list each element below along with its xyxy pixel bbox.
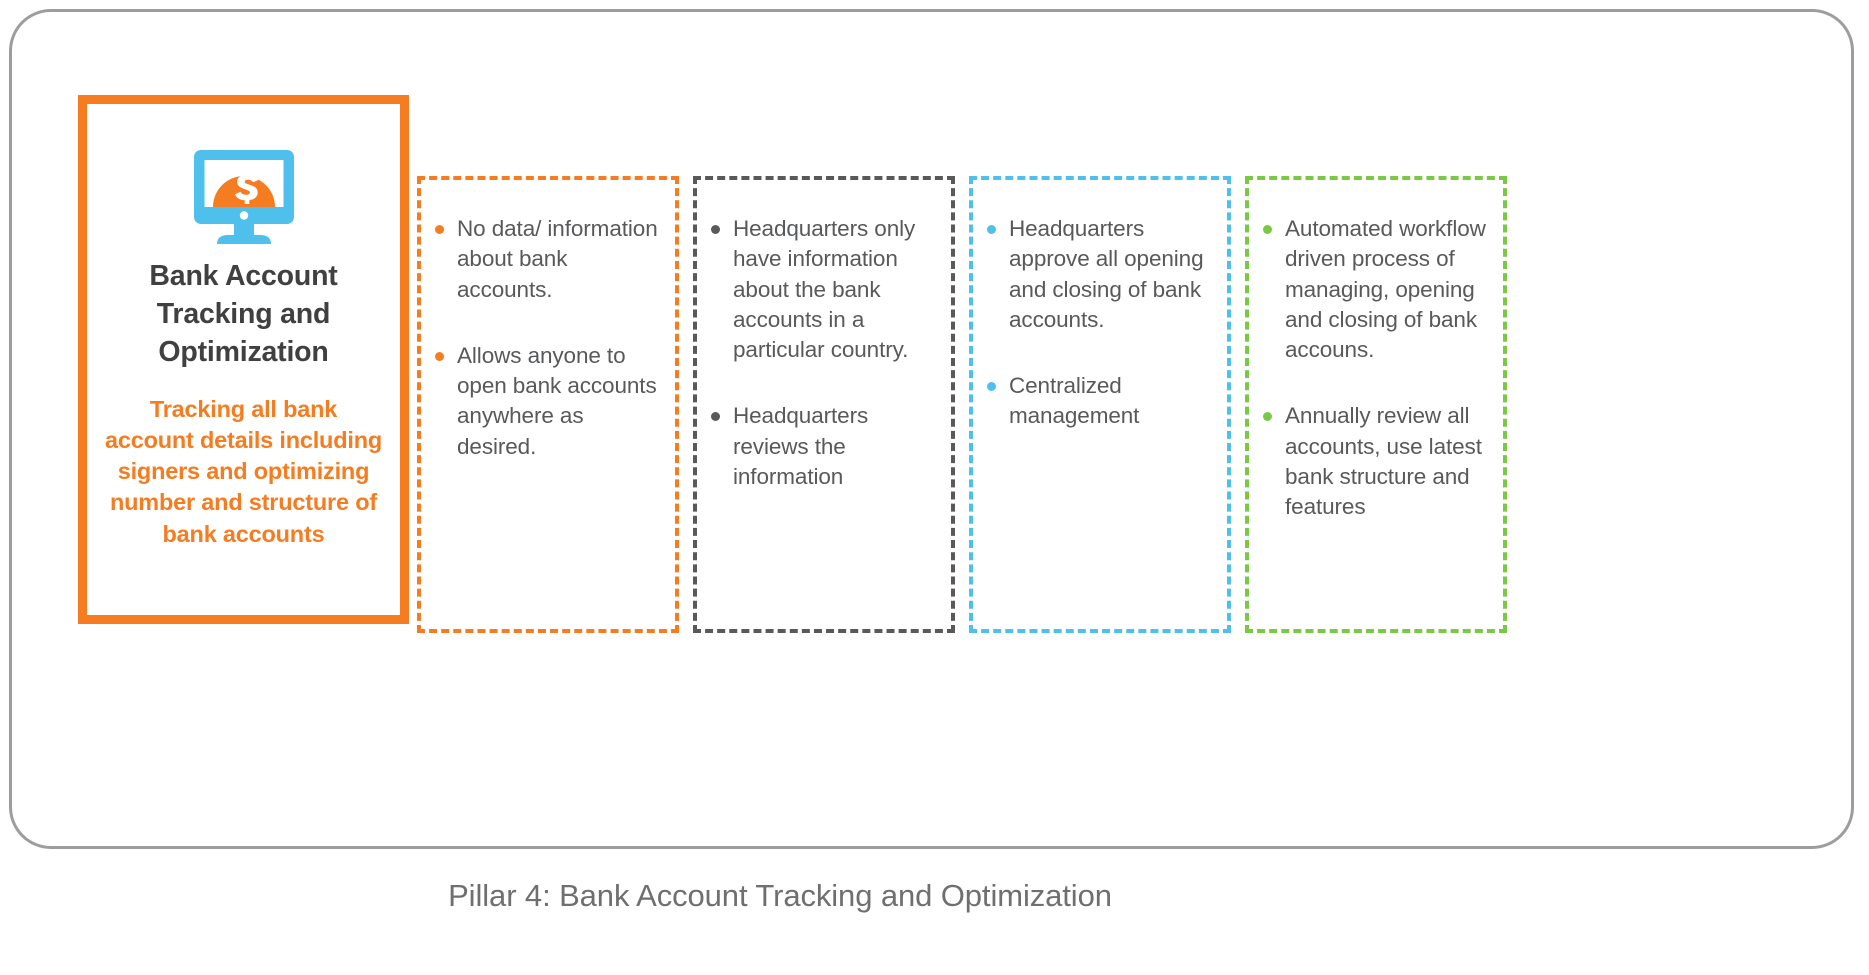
list-item: No data/ information about bank accounts… — [435, 214, 659, 305]
list-item: Headquarters approve all opening and clo… — [987, 214, 1211, 335]
bullet-text: Headquarters only have information about… — [733, 216, 916, 362]
stage-column-stage-two: Headquarters only have information about… — [693, 176, 955, 633]
bullet-dot-icon — [1263, 412, 1272, 422]
list-item: Headquarters only have information about… — [711, 214, 935, 365]
bullet-dot-icon — [435, 351, 444, 361]
bullet-text: Allows anyone to open bank accounts anyw… — [457, 342, 657, 459]
list-item: Centralized management — [987, 371, 1211, 432]
bullet-dot-icon — [711, 225, 720, 234]
content-band: Bank Account Tracking and Optimization T… — [12, 12, 1857, 852]
bullet-dot-icon — [711, 412, 720, 422]
stage-column-target-state: Automated workflow driven process of man… — [1245, 176, 1507, 633]
bullet-dot-icon — [987, 382, 996, 391]
list-item: Automated workflow driven process of man… — [1263, 214, 1487, 365]
monitor-speedometer-icon — [184, 150, 304, 244]
bullet-text: Centralized management — [1009, 373, 1140, 429]
bullet-dot-icon — [435, 225, 444, 234]
bullet-text: Headquarters approve all opening and clo… — [1009, 216, 1204, 332]
bullet-text: Annually review all accounts, use latest… — [1285, 403, 1482, 519]
pillar-card-title: Bank Account Tracking and Optimization — [149, 260, 338, 368]
stage-column-stage-three: Headquarters approve all opening and clo… — [969, 176, 1231, 633]
bullet-list: Headquarters only have information about… — [711, 214, 935, 492]
bullet-text: Automated workflow driven process of man… — [1285, 216, 1486, 362]
list-item: Annually review all accounts, use latest… — [1263, 401, 1487, 522]
list-item: Allows anyone to open bank accounts anyw… — [435, 341, 659, 462]
bullet-text: No data/ information about bank accounts… — [457, 216, 658, 302]
bullet-list: Automated workflow driven process of man… — [1263, 214, 1487, 522]
stage-column-current-state: No data/ information about bank accounts… — [417, 176, 679, 633]
bullet-dot-icon — [1263, 225, 1272, 234]
pillar-card-subtitle: Tracking all bank account details includ… — [104, 395, 383, 547]
figure-caption: Pillar 4: Bank Account Tracking and Opti… — [448, 878, 1112, 913]
bullet-list: Headquarters approve all opening and clo… — [987, 214, 1211, 432]
bullet-dot-icon — [987, 225, 996, 234]
bullet-list: No data/ information about bank accounts… — [435, 214, 659, 462]
list-item: Headquarters reviews the information — [711, 401, 935, 492]
pillar-card: Bank Account Tracking and Optimization T… — [78, 95, 409, 624]
bullet-text: Headquarters reviews the information — [733, 403, 869, 489]
outer-frame-border: Bank Account Tracking and Optimization T… — [9, 9, 1854, 849]
